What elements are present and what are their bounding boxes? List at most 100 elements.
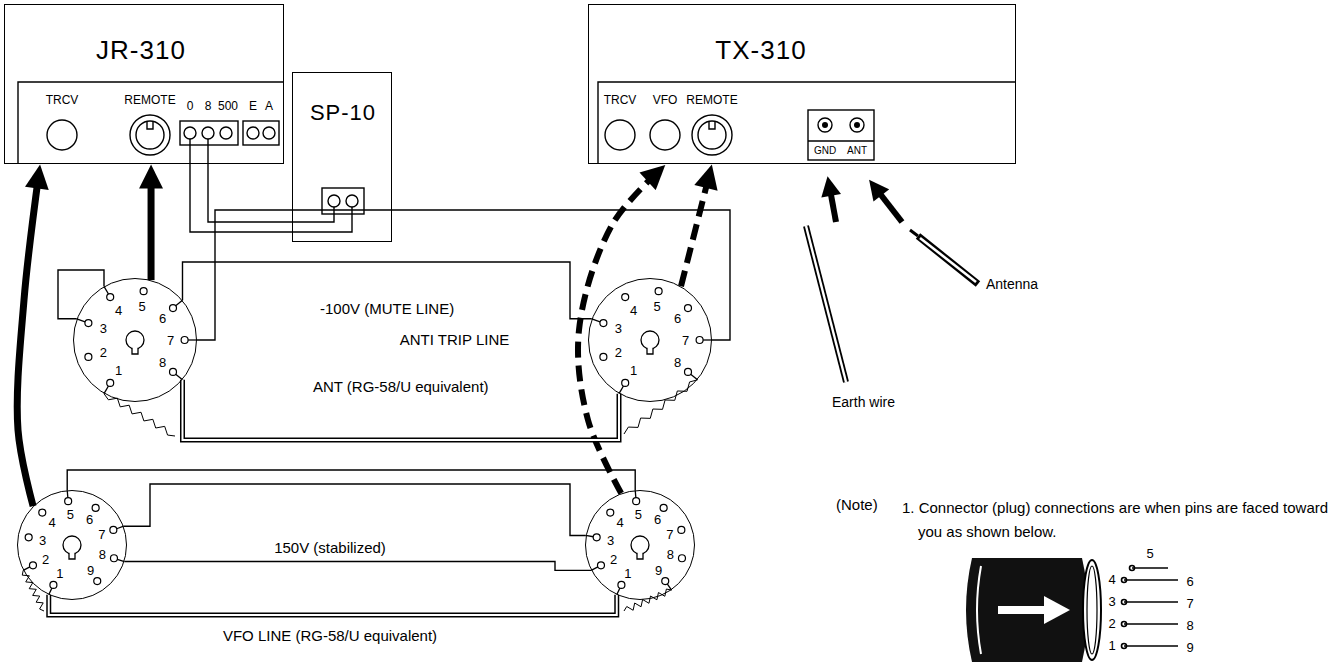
terminal [328,195,340,207]
cable-label: Earth wire [832,394,895,411]
line-label: 150V (stabilized) [271,539,389,557]
antenna-cable [874,186,978,284]
tx-panel-edge [598,82,1016,164]
connection-arrow [681,173,710,287]
plug-key [126,331,144,349]
pin-socket [684,305,691,312]
line-label: -100V (MUTE LINE) [317,300,457,318]
pin-socket [92,504,99,511]
pin-socket [25,534,32,541]
pin-lead [617,588,620,595]
ant-terminal [850,118,864,132]
pin-number: 6 [674,311,681,327]
pin-socket [85,320,92,327]
pin-number: 7 [666,528,673,544]
pin-number: 3 [100,321,107,337]
pin-socket [110,555,117,562]
pin-socket [662,578,669,585]
pin-lead [188,339,197,340]
plug-illustration [966,558,1178,662]
line-label: ANT (RG-58/U equivalent) [310,378,492,396]
terminal-label: A [265,99,273,113]
pin-socket [140,288,147,295]
pin-number: 1 [630,363,637,379]
pin-number: 4 [49,515,56,531]
line-label: ANTI TRIP LINE [397,331,512,349]
pin-lead [67,490,69,497]
plug-key-notch [647,348,653,354]
plug-pin-root [1122,578,1127,583]
pin-number: 1 [1108,638,1115,654]
pin-socket [593,534,600,541]
antenna-cable-core [920,238,976,282]
earth-wire [806,184,846,382]
pin-socket [181,337,188,344]
pin-number: 4 [1108,572,1115,588]
pin-number: 9 [655,563,662,579]
pin-socket [696,337,703,344]
terminal [220,127,232,139]
pin-lead [592,319,600,322]
jack-label: TRCV [46,93,79,107]
remote-socket-inner [698,121,726,149]
pin-number: 6 [654,512,661,528]
jr-panel-edge [18,82,284,164]
pin-socket [660,504,667,511]
wire [182,262,591,319]
remote-plug: 12345678 [73,278,197,402]
pin-socket [633,498,640,505]
pin-number: 2 [615,345,622,361]
terminal-centre [854,122,860,128]
plug-pin-root [1122,644,1127,649]
pin-socket [39,509,46,516]
trcv-socket [47,120,77,150]
plug-pin [1124,601,1178,603]
pin-number: 3 [1108,594,1115,610]
pin-number: 8 [1186,618,1193,634]
unit-name: JR-310 [96,35,186,66]
pin-number: 5 [67,508,74,524]
plug-body [966,558,1088,662]
pin-socket [110,526,117,533]
plug-arrow-head [1044,596,1070,624]
pin-number: 2 [42,552,49,568]
terminal-label: 0 [187,99,194,113]
vfo-plug: 123456789 [17,490,127,600]
pin-number: 4 [617,515,624,531]
antenna-cable-outer [918,236,978,284]
plug-arrow-shaft [998,606,1046,614]
receiver-box: JR-310 [4,4,284,164]
wire [124,484,586,535]
pin-number: 9 [87,563,94,579]
coax-core [49,595,617,615]
pin-lead [635,490,637,497]
pin-socket [600,320,607,327]
remote-socket-inner [136,121,164,149]
remote-socket [130,115,170,155]
wire [190,164,292,232]
terminal-label: 500 [218,99,238,113]
terminal-centre [822,122,828,128]
plug-face [1083,560,1101,660]
plug-pin-root [1130,566,1135,571]
pin-number: 9 [1186,640,1193,656]
shield-braid [104,394,175,436]
pin-socket [169,305,176,312]
pin-number: 3 [39,533,46,549]
speaker-terminal-strip [180,121,238,145]
pin-socket [65,498,72,505]
antenna-terminal-strip [243,121,279,145]
coax-cable [49,595,617,615]
pin-number: 6 [86,512,93,528]
pin-socket [618,581,625,588]
pin-socket [107,294,114,301]
pin-lead [104,386,108,394]
pin-lead [104,286,108,294]
wire [67,470,635,490]
connection-arrow [148,173,155,280]
jumper-wire [58,270,104,319]
plug-pin [1124,645,1178,647]
jack-label: VFO [653,93,678,107]
pin-socket [85,353,92,360]
